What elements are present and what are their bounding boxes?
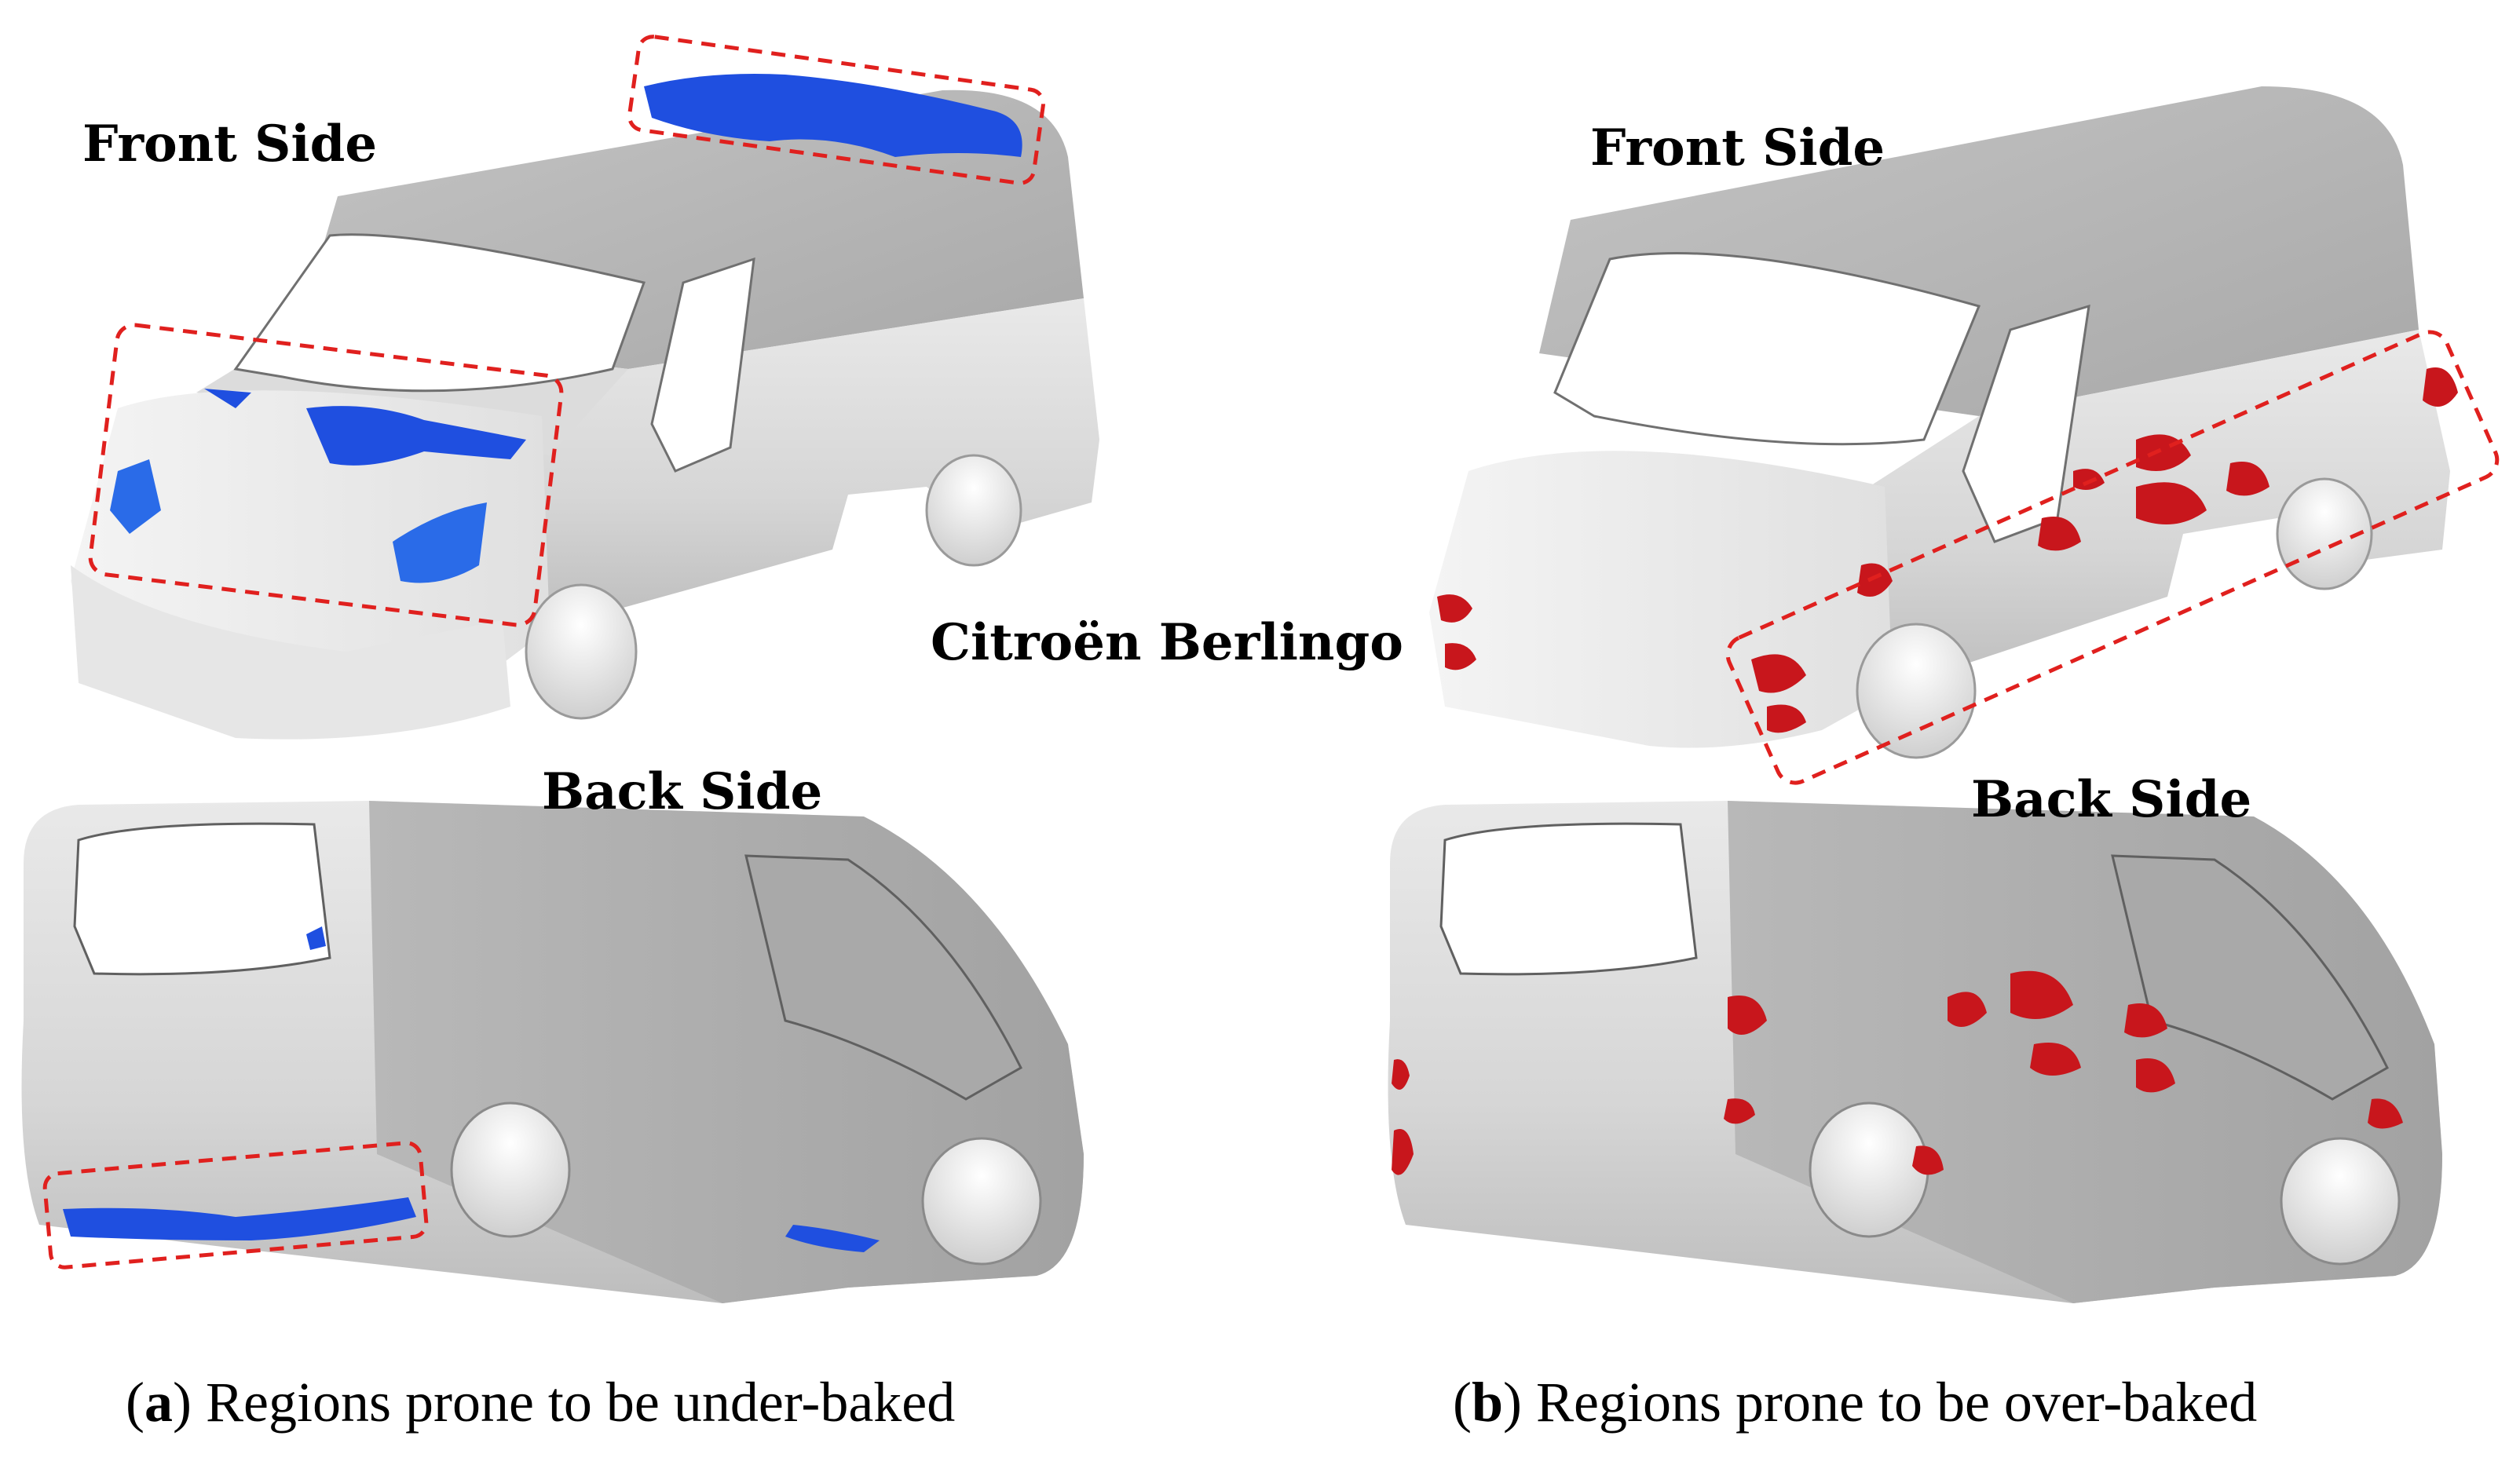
front-bumper — [71, 565, 510, 740]
front-wheel-arch — [525, 583, 638, 720]
under-baked-roof-patch — [644, 74, 1022, 157]
van-back-view-a — [21, 801, 1084, 1303]
windshield — [233, 233, 646, 393]
over-baked-patch — [1437, 594, 1472, 623]
over-baked-patch — [2423, 367, 2458, 407]
side-window-b — [1962, 304, 2090, 543]
label-back-side-a: Back Side — [542, 762, 822, 821]
over-baked-patch — [2368, 1098, 2403, 1129]
caption-b: (b) Regions prone to be over-baked — [1453, 1371, 2257, 1434]
rear-window-b — [1439, 822, 1698, 976]
rear-window — [73, 822, 331, 976]
over-baked-patch — [2038, 517, 2081, 551]
caption-a: (a) Regions prone to be under-baked — [126, 1371, 955, 1434]
under-baked-bumper-patch — [63, 1197, 416, 1240]
caption-a-close-paren: ) — [173, 1371, 192, 1434]
highlight-box-side — [1725, 330, 2500, 785]
caption-b-text: Regions prone to be over-baked — [1522, 1371, 2257, 1434]
label-front-side-b: Front Side — [1590, 119, 1885, 177]
over-baked-patch — [1912, 1145, 1944, 1175]
rear-wheel-arch-back-b — [1809, 1101, 1929, 1238]
right-headlight-recess — [393, 502, 487, 583]
side-window — [650, 257, 755, 473]
left-headlight-recess — [110, 459, 161, 534]
over-baked-patch — [2136, 1058, 2175, 1093]
under-baked-window-patch — [306, 926, 326, 950]
caption-a-letter: a — [144, 1371, 173, 1434]
van-front-view-b — [1429, 86, 2500, 785]
over-baked-patch — [1445, 643, 1476, 670]
windshield-b — [1553, 252, 1981, 446]
over-baked-patch — [2136, 482, 2207, 524]
over-baked-patch — [1767, 704, 1806, 733]
label-back-side-b: Back Side — [1971, 770, 2251, 829]
rear-wheel-arch-back — [450, 1101, 571, 1238]
over-baked-patch — [1751, 654, 1806, 693]
under-baked-underside-patch — [785, 1225, 880, 1252]
over-baked-patch — [2226, 462, 2269, 496]
over-baked-patch — [2010, 970, 2073, 1019]
side-rear-window-b — [2111, 854, 2389, 1101]
over-baked-patch — [2124, 1003, 2167, 1038]
label-vehicle-name: Citroën Berlingo — [931, 613, 1403, 672]
caption-b-open-paren: ( — [1453, 1371, 1472, 1434]
over-baked-patch — [2030, 1043, 2081, 1076]
front-wheel-arch-back — [921, 1137, 1042, 1266]
rear-wheel-arch — [925, 454, 1022, 567]
side-rear-window — [744, 854, 1022, 1101]
over-baked-patch — [1724, 1098, 1755, 1124]
front-wheel-arch-back-b — [2280, 1137, 2401, 1266]
highlight-box-bumper — [42, 1141, 429, 1270]
under-baked-hood-patch-small — [204, 389, 251, 408]
under-baked-hood-patch — [306, 406, 526, 466]
label-front-side-a: Front Side — [82, 115, 377, 174]
over-baked-patch — [1948, 992, 1987, 1027]
over-baked-patch — [1857, 563, 1893, 597]
over-baked-patch — [2073, 469, 2105, 490]
highlight-box-roof — [627, 35, 1045, 185]
caption-a-open-paren: ( — [126, 1371, 144, 1434]
van-front-view-a — [71, 35, 1099, 740]
rear-wheel-arch-b — [2276, 477, 2373, 590]
over-baked-patch — [1392, 1059, 1410, 1090]
caption-b-close-paren: ) — [1503, 1371, 1522, 1434]
highlight-box-front — [88, 323, 564, 627]
caption-a-text: Regions prone to be under-baked — [192, 1371, 955, 1434]
over-baked-patch — [1392, 1129, 1414, 1175]
van-back-view-b — [1388, 801, 2442, 1303]
over-baked-patch — [1728, 996, 1767, 1035]
front-wheel-arch-b — [1856, 623, 1977, 759]
van-hood-front-b — [1429, 451, 1893, 748]
caption-b-letter: b — [1472, 1371, 1503, 1434]
